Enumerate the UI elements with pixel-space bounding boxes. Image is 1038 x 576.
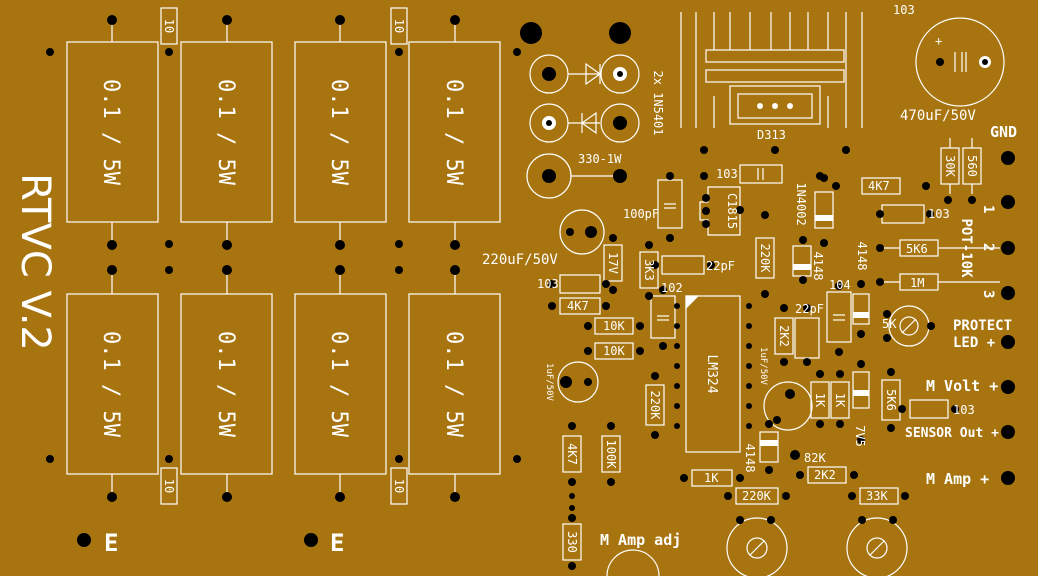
resistor-10k-b-label: 10K	[603, 344, 625, 358]
diode-4148-c-label: 4148	[743, 444, 757, 473]
resistor-1k-b-label: 1K	[833, 393, 847, 408]
small-resistor-label: 10	[162, 19, 176, 33]
resistor-330-1w: 330-1W	[526, 152, 627, 199]
bulk-capacitor: 103 + 470uF/50V	[893, 3, 1005, 124]
small-resistor-label: 10	[392, 479, 406, 493]
resistor-100k-label: 100K	[604, 440, 618, 470]
resistor-220k-a-label: 220K	[758, 244, 772, 274]
resistor-2k2-a-label: 2K2	[777, 325, 791, 347]
cap-220uf-label: 220uF/50V	[482, 252, 558, 268]
resistor-30k-label: 30K	[943, 155, 957, 177]
resistor-1m-label: 1M	[910, 276, 924, 290]
resistor-4k7-bottom-label: 4K7	[565, 443, 579, 465]
cap-104-label: 104	[829, 278, 851, 292]
board-title: RTVC V.2	[12, 173, 58, 351]
emitter-label: E	[330, 529, 344, 557]
resistor-10k-a-label: 10K	[603, 319, 625, 333]
pot-pin-1: 1	[980, 205, 996, 213]
transistor-d313-label: D313	[757, 128, 786, 142]
resistor-220k-c-label: 220K	[742, 489, 772, 503]
resistor-1k-c-label: 1K	[704, 471, 719, 485]
m-amp-adj-label: M Amp adj	[600, 531, 681, 549]
cap-22pf-a-label: 22pF	[706, 259, 735, 273]
m-amp-label: M Amp +	[926, 470, 989, 488]
gnd-label: GND	[990, 123, 1017, 141]
cap-22pf-b-label: 22pF	[795, 302, 824, 316]
power-resistor-label: 0.1 / 5W	[213, 331, 238, 438]
led-label: LED +	[953, 335, 995, 351]
power-resistor-label: 0.1 / 5W	[213, 79, 238, 186]
small-resistor-label: 10	[392, 19, 406, 33]
resistor-1k-a-label: 1K	[813, 393, 827, 408]
cap-103-left-label: 103	[537, 277, 559, 291]
cap-1uf-right-label: 1uF/50V	[758, 347, 768, 386]
connector-pads	[1001, 151, 1015, 485]
resistor-82k-label: 82K	[804, 451, 826, 465]
cap-102-label: 102	[661, 281, 683, 295]
control-outlines	[557, 138, 1000, 576]
transistor-c1815-label: C1815	[725, 193, 739, 229]
cap-103-right-label: 103	[928, 207, 950, 221]
resistor-5k6-b-label: 5K6	[884, 389, 898, 411]
power-resistor-label: 0.1 / 5W	[441, 79, 466, 186]
pot-pin-2: 2	[980, 243, 996, 251]
m-volt-label: M Volt +	[926, 377, 998, 395]
power-resistor-label: 0.1 / 5W	[98, 79, 123, 186]
cap-103-sensor-label: 103	[953, 403, 975, 417]
small-resistor-label: 10	[162, 479, 176, 493]
diode-pair: 2x 1N5401	[520, 22, 665, 143]
pot-pin-3: 3	[980, 290, 996, 298]
pot-5k-label: 5K	[882, 317, 897, 331]
diode-pair-label: 2x 1N5401	[651, 70, 665, 135]
cap-103-mid-label: 103	[716, 167, 738, 181]
ic-lm324-label: LM324	[704, 354, 719, 393]
protect-label: PROTECT	[953, 318, 1012, 334]
resistor-3k3-label: 3K3	[642, 259, 656, 281]
power-resistor-label: 0.1 / 5W	[441, 331, 466, 438]
diode-4148-b-label: 4148	[855, 242, 869, 271]
resistor-220k-b-label: 220K	[648, 391, 662, 421]
power-resistor-label: 0.1 / 5W	[98, 331, 123, 438]
cap-103-top-label: 103	[893, 3, 915, 17]
power-resistor-label: 0.1 / 5W	[326, 79, 351, 186]
resistor-4k7-left-label: 4K7	[567, 299, 589, 313]
power-resistor-bank: 0.1 / 5W 0.1 / 5W 0.1 / 5W 0.1 / 5W 0.1 …	[46, 7, 521, 547]
bulk-capacitor-label: 470uF/50V	[900, 108, 976, 124]
resistor-2k2-b-label: 2K2	[814, 468, 836, 482]
emitter-label: E	[104, 529, 118, 557]
resistor-330-1w-label: 330-1W	[578, 152, 622, 166]
resistor-4k7-right-label: 4K7	[868, 179, 890, 193]
diode-4148-a-label: 4148	[811, 252, 825, 281]
resistor-33k-label: 33K	[866, 489, 888, 503]
cap-1uf-left-label: 1uF/50V	[544, 363, 554, 402]
sensor-out-label: SENSOR Out +	[905, 426, 999, 441]
transistor-d313-heatsink	[680, 12, 863, 128]
zener-7v5-label: 7V5	[853, 425, 867, 447]
plus-mark: +	[935, 34, 942, 48]
power-resistor-label: 0.1 / 5W	[326, 331, 351, 438]
resistor-560-label: 560	[965, 155, 979, 177]
cap-100pf-label: 100pF	[623, 207, 659, 221]
resistor-5k6-label: 5K6	[906, 242, 928, 256]
diode-1n4002-label: 1N4002	[794, 182, 808, 225]
zener-17v-label: 17V	[606, 252, 620, 274]
resistor-330-label: 330	[565, 531, 579, 553]
